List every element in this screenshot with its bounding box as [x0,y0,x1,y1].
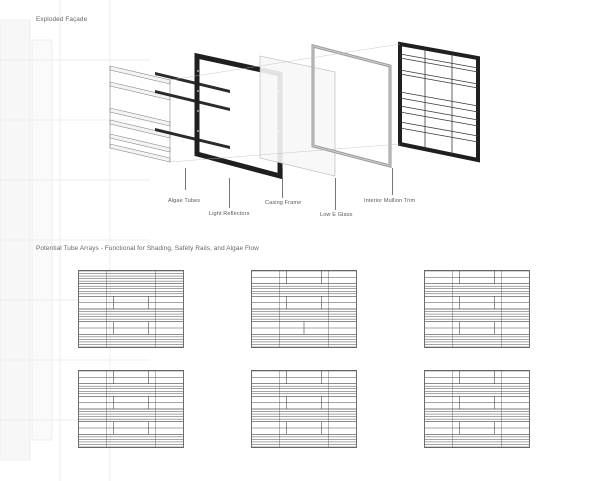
algae-tubes [109,65,171,163]
leader-algae-tubes [185,168,186,190]
tube-array-1 [78,270,184,348]
exploded-facade-title: Exploded Façade [36,16,88,23]
label-light-reflectors: Light Reflectors [209,211,250,217]
tube-array-3 [424,270,530,348]
light-reflectors [155,72,230,149]
label-low-e-glass: Low E Glass [320,212,353,218]
tube-array-4 [78,370,184,448]
leader-light-reflectors [229,178,230,208]
leader-low-e-glass [335,178,336,210]
tube-array-6 [424,370,530,448]
leader-casing-frame [282,168,283,198]
label-interior-mullion-trim: Interior Mullion Trim [364,198,416,204]
low-e-glass [259,55,336,177]
leader-interior-mullion-trim [392,168,393,195]
tube-arrays-title: Potential Tube Arrays - Functional for S… [36,245,259,252]
exploded-facade-drawing [100,36,490,186]
tube-array-2 [251,270,357,348]
interior-mullion-grid [398,41,480,163]
interior-trim [311,44,392,168]
background-ghost-drawing [0,0,150,481]
label-algae-tubes: Algae Tubes [168,198,201,204]
label-casing-frame: Casing Frame [265,200,302,206]
tube-array-5 [251,370,357,448]
